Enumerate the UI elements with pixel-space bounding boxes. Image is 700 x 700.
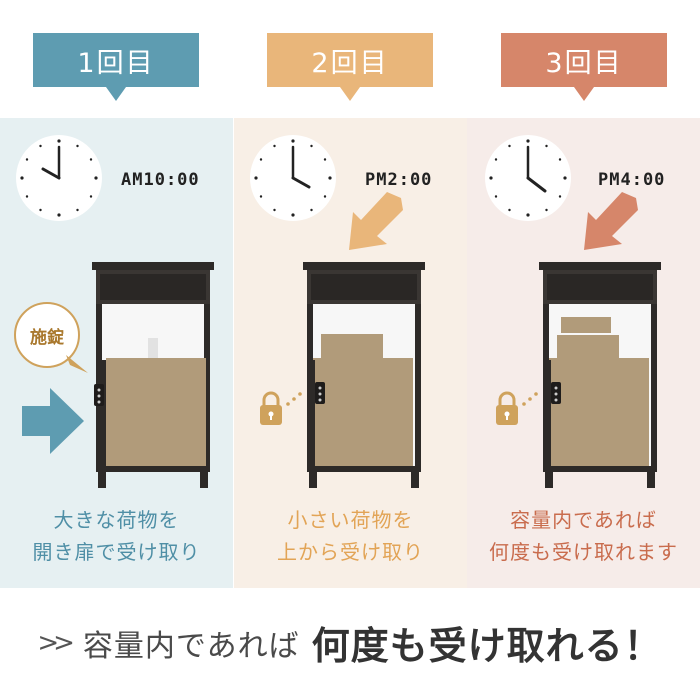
step-1-time: AM10:00 — [121, 170, 200, 190]
step-3-tag: 3回目 — [501, 33, 667, 101]
footer-emphasis-text: 何度も受け取れる！ — [311, 624, 663, 668]
step-3-time: PM4:00 — [598, 170, 666, 190]
step-1-caption-line-1: 大きな荷物を — [53, 508, 180, 532]
step-3-caption-line-2: 何度も受け取れます — [489, 540, 678, 564]
clock-icon — [16, 135, 102, 221]
step-2-time: PM2:00 — [365, 170, 433, 190]
lock-icon — [260, 391, 302, 425]
arrow-down-left-icon — [349, 192, 403, 250]
footer-lead-text: 容量内であれば — [82, 628, 300, 664]
step-1-tag: 1回目 — [33, 33, 199, 101]
step-3-caption-line-1: 容量内であれば — [510, 508, 657, 532]
delivery-box-cabinet — [303, 262, 425, 488]
delivery-box-cabinet — [92, 262, 214, 488]
arrow-down-left-icon — [584, 192, 638, 250]
step-1-caption-line-2: 開き扉で受け取り — [32, 540, 201, 564]
arrow-right-icon — [22, 388, 84, 454]
delivery-box-cabinet — [539, 262, 661, 488]
lock-icon — [496, 391, 538, 425]
step-2-tag: 2回目 — [267, 33, 433, 101]
step-2-caption-line-2: 上から受け取り — [277, 540, 424, 564]
step-3-caption: 容量内であれば 何度も受け取れます — [467, 504, 700, 568]
badge-pointer-icon — [66, 355, 88, 373]
step-1-caption: 大きな荷物を 開き扉で受け取り — [0, 504, 233, 568]
step-2-caption-line-1: 小さい荷物を — [287, 508, 414, 532]
chevron-right-icon: >> — [37, 627, 74, 658]
lock-badge: 施錠 — [14, 302, 80, 368]
footer-banner: >> 容量内であれば 何度も受け取れる！ — [0, 605, 700, 680]
clock-icon — [250, 135, 336, 221]
clock-icon — [485, 135, 571, 221]
step-2-caption: 小さい荷物を 上から受け取り — [234, 504, 467, 568]
